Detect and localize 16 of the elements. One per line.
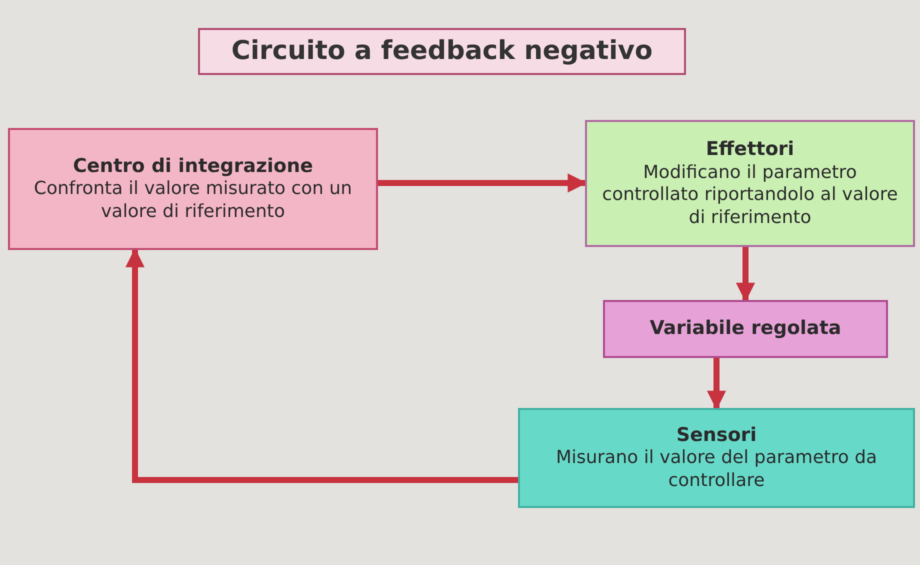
arrow <box>736 247 756 302</box>
box-heading: Variabile regolata <box>650 317 842 341</box>
arrow <box>125 248 518 483</box>
arrow <box>706 358 726 410</box>
box-description: Modificano il parametro controllato riportandolo al valore di riferimento <box>601 162 899 230</box>
box-heading: Centro di integrazione <box>72 154 314 178</box>
process-box <box>518 408 915 508</box>
box-heading: Sensori <box>676 424 757 448</box>
arrow <box>378 173 587 193</box>
process-box <box>585 120 915 247</box>
box-description: Confronta il valore misurato con un valore di riferimento <box>32 178 354 224</box>
box-heading: Effettori <box>706 138 794 162</box>
title: Circuito a feedback negativo <box>198 28 686 75</box>
process-box <box>603 300 888 358</box>
process-box <box>8 128 378 250</box>
box-description: Misurano il valore del parametro da controllare <box>554 447 878 492</box>
